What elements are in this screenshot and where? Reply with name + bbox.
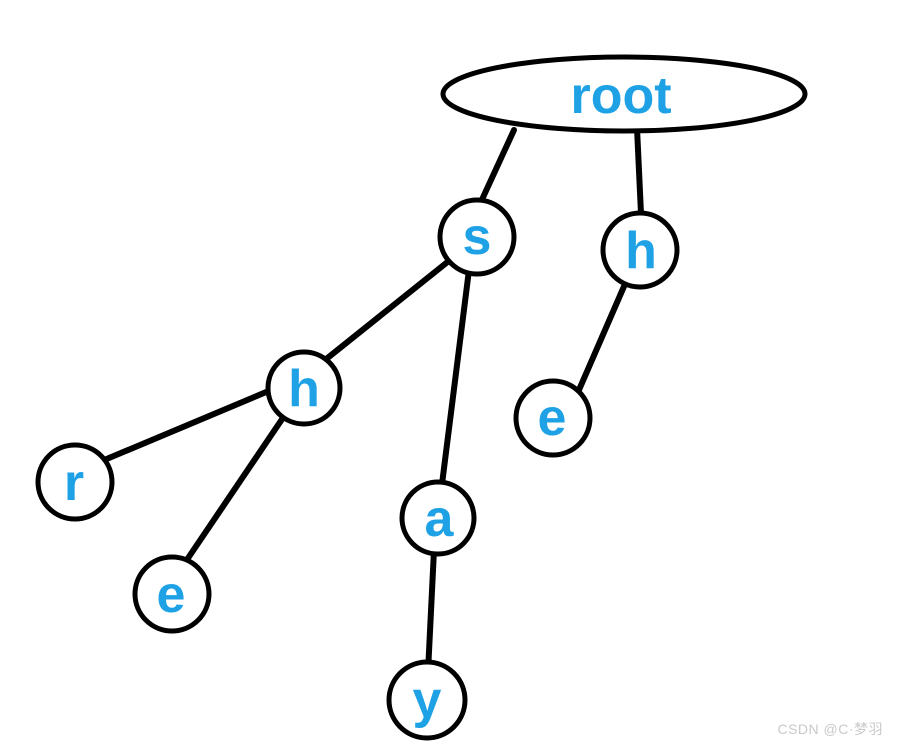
- node-h-left-shape: [265, 349, 343, 427]
- root-node-shape: [440, 54, 808, 134]
- edge-a-y: [425, 547, 437, 675]
- node-h-right-label: h: [625, 222, 657, 280]
- node-a-label: a: [425, 490, 455, 548]
- node-h-right-shape: [600, 210, 680, 290]
- edge-h-left-e-left: [177, 397, 298, 573]
- node-r-label: r: [64, 454, 84, 512]
- csdn-watermark: CSDN @C·梦羽: [777, 721, 883, 737]
- node-y-shape: [386, 659, 468, 741]
- edge-s-h-left: [302, 245, 468, 379]
- node-a-shape: [399, 479, 477, 557]
- node-r-shape: [35, 442, 115, 522]
- node-y-label: y: [413, 671, 442, 729]
- edge-h-left-r: [87, 379, 293, 469]
- node-e-right-shape: [513, 378, 593, 458]
- node-s-shape: [437, 197, 517, 277]
- edge-h-right-e-right: [569, 265, 635, 409]
- node-e-left-label: e: [157, 566, 186, 624]
- edge-s-a: [437, 259, 473, 503]
- root-node-label: root: [570, 67, 671, 125]
- node-h-left-label: h: [288, 360, 320, 418]
- node-s-label: s: [463, 208, 492, 266]
- node-e-right-label: e: [538, 389, 567, 447]
- node-e-left-shape: [132, 554, 212, 634]
